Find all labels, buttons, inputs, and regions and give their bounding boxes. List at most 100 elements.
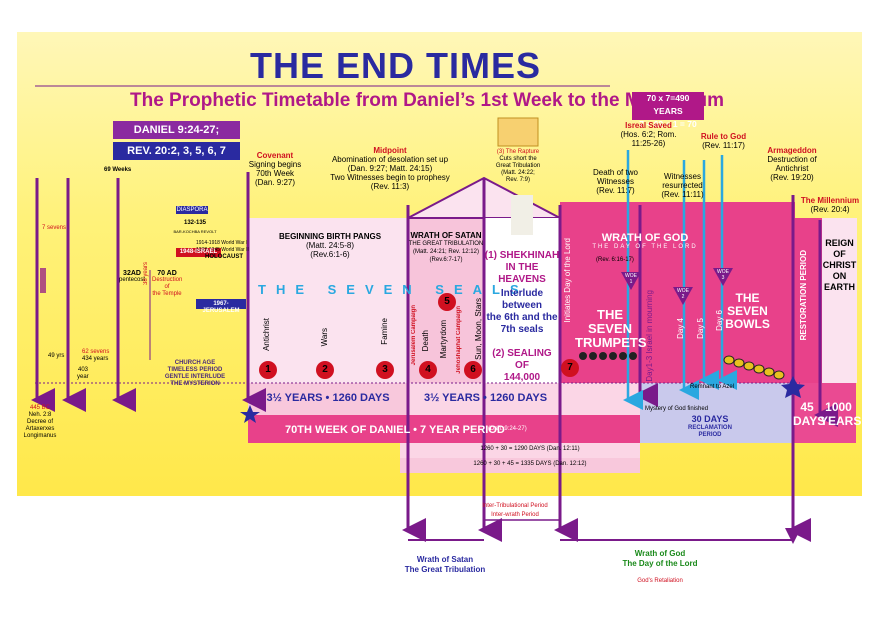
- israel-line2: (Hos. 6:2; Rom.: [620, 130, 677, 139]
- midpoint-title: Midpoint: [373, 146, 407, 155]
- ws-line2: The Great Tribulation: [404, 565, 486, 574]
- birth-title: BEGINNING BIRTH PANGS: [278, 232, 382, 241]
- birth-pangs: BEGINNING BIRTH PANGS (Matt. 24:5-8) (Re…: [270, 232, 390, 259]
- rapture-line4: (Matt. 24:22;: [501, 170, 535, 176]
- seal-jerusalem: Jerusalem Campaign: [411, 305, 417, 366]
- seal-num-1: 1: [265, 364, 271, 375]
- seal-wars: Wars: [320, 328, 329, 347]
- midpoint-line3: (Dan. 9:27; Matt. 24:15): [347, 164, 433, 173]
- rapture-line3: Great Tribulation: [495, 163, 541, 169]
- day5: Day 5: [696, 318, 705, 339]
- death-line2: Witnesses: [597, 177, 634, 186]
- decree-line4: Artaxerxes: [25, 426, 55, 432]
- woe1-num: 1: [629, 279, 633, 285]
- sealing-line2: 144,000: [503, 372, 541, 383]
- inter-line4: 7th seals: [500, 324, 544, 335]
- trumpet-markers: [579, 352, 637, 360]
- mill-title: The Millennium: [800, 196, 860, 205]
- jerusalem1967: 1967- JERUSALEM: [202, 301, 240, 314]
- inter-trib-line1: Inter-Tribulational Period: [482, 503, 548, 509]
- woe3-text: WOE: [717, 269, 729, 275]
- restoration-period: RESTORATION PERIOD: [799, 250, 808, 341]
- death-witnesses-label: Death of two Witnesses (Rev. 11:7): [588, 168, 643, 195]
- church-line3: GENTLE INTERLUDE: [164, 374, 226, 380]
- year-label: year: [77, 374, 89, 380]
- wit-line3: (Rev. 11:11): [661, 190, 704, 199]
- bowls-line3: BOWLS: [725, 317, 770, 331]
- seal-antichrist: Antichrist: [262, 318, 271, 351]
- calc1290-bar: [400, 443, 640, 458]
- interlude: Interlude between the 6th and the 7th se…: [484, 288, 560, 336]
- covenant-line4: (Dan. 9:27): [254, 178, 296, 187]
- mill-line2: (Rev. 20:4): [810, 205, 850, 214]
- trump-line1: THE SEVEN: [587, 307, 633, 336]
- seal-num-6: 6: [470, 364, 476, 375]
- rapture-line5: Rev. 7:9): [506, 177, 530, 183]
- israel-title: Isreal Saved: [625, 121, 672, 130]
- recl-line1: RECLAMATION: [688, 425, 732, 431]
- years1000: 1000 YEARS: [820, 400, 861, 428]
- wg-line2: The Day of the Lord: [622, 559, 698, 568]
- calc1335-bar: [400, 458, 640, 473]
- years-a: 3½ YEARS • 1260 DAYS: [266, 392, 390, 404]
- reign-line4: ON: [832, 271, 847, 281]
- seal-martyrdom: Martyrdom: [439, 320, 448, 359]
- wrath-satan: WRATH OF SATAN THE GREAT TRIBULATION (Ma…: [408, 232, 484, 264]
- woe1-text: WOE: [625, 273, 637, 279]
- ad32: 32AD: [123, 270, 141, 277]
- rule-title: Rule to God: [700, 132, 747, 141]
- ww2: 1938-1945 World War II: [196, 247, 249, 253]
- yrs49: 49 yrs: [48, 353, 65, 359]
- reign-line1: REIGN: [825, 238, 854, 248]
- wrath-satan-bottom: Wrath of Satan The Great Tribulation: [390, 555, 500, 575]
- millennium-label: The Millennium (Rev. 20:4): [800, 196, 860, 214]
- god-ref: (Rev. 6:16-17): [596, 257, 634, 263]
- page-title: THE END TIMES: [250, 45, 542, 86]
- ad70-desc1: Destruction of: [152, 277, 183, 290]
- decree-date: 445 BC: [29, 405, 50, 411]
- decree-line5: Longimanus: [23, 433, 57, 439]
- death-line3: (Rev. 11:7): [596, 186, 635, 195]
- rapture-image: [497, 117, 539, 147]
- church-line1: CHURCH AGE: [174, 360, 216, 366]
- remnant: Remnant to Azel: [690, 384, 735, 390]
- israel-saved-label: Isreal Saved (Hos. 6:2; Rom. 11:25-26): [616, 121, 681, 148]
- bowl-markers: [723, 355, 785, 380]
- bar-kochba-years: 132-135: [183, 220, 207, 226]
- reign-line3: CHRIST: [822, 260, 857, 270]
- birth-ref2: (Rev.6:1-6): [310, 250, 350, 259]
- calc-line1: 70 x 7=490 YEARS: [646, 93, 690, 116]
- woe2-text: WOE: [677, 288, 689, 294]
- page-subtitle: The Prophetic Timetable from Daniel’s 1s…: [130, 90, 725, 111]
- shekhinah: (1) SHEKHINAH IN THE HEAVENS: [484, 250, 560, 286]
- inter-line1: Interlude: [500, 288, 544, 299]
- midpoint-line4: Two Witnesses begin to prophesy: [330, 173, 450, 182]
- week-label: 70TH WEEK OF DANIEL • 7 YEAR PERIOD: [285, 424, 505, 436]
- witnesses-resurrected-label: Witnesses resurrected (Rev. 11:11): [655, 172, 710, 199]
- wg-line1: Wrath of God: [634, 549, 686, 558]
- days45: 45 DAYS: [793, 400, 825, 428]
- sealing: (2) SEALING OF 144,000: [484, 348, 560, 384]
- ww1: 1914-1918 World War I: [196, 240, 248, 246]
- covenant-label: Covenant Signing begins 70th Week (Dan. …: [245, 151, 305, 187]
- seven-trumpets: THE SEVEN TRUMPETS: [575, 307, 647, 350]
- wit-line1: Witnesses: [664, 172, 701, 181]
- church-line2: TIMELESS PERIOD: [167, 367, 223, 373]
- decree-ref: Neh. 2:8: [28, 412, 52, 418]
- inter-line3: the 6th and the: [486, 312, 558, 323]
- rev-ref: REV. 20:2, 3, 5, 6, 7: [113, 142, 240, 160]
- church-age: CHURCH AGE TIMELESS PERIOD GENTLE INTERL…: [150, 360, 240, 388]
- arm-title: Armageddon: [767, 146, 817, 155]
- birth-pangs-panel: [248, 218, 413, 383]
- inter-trib: Inter-Tribulational Period Inter-wrath P…: [470, 502, 560, 520]
- woe2-shape: [673, 287, 693, 305]
- week-bar: [248, 415, 640, 443]
- wrath-god-bottom: Wrath of God The Day of the Lord: [610, 549, 710, 569]
- ad70: 70 AD: [157, 270, 177, 277]
- retaliation: God’s Retaliation: [637, 578, 683, 584]
- trump-line2: TRUMPETS: [575, 335, 647, 350]
